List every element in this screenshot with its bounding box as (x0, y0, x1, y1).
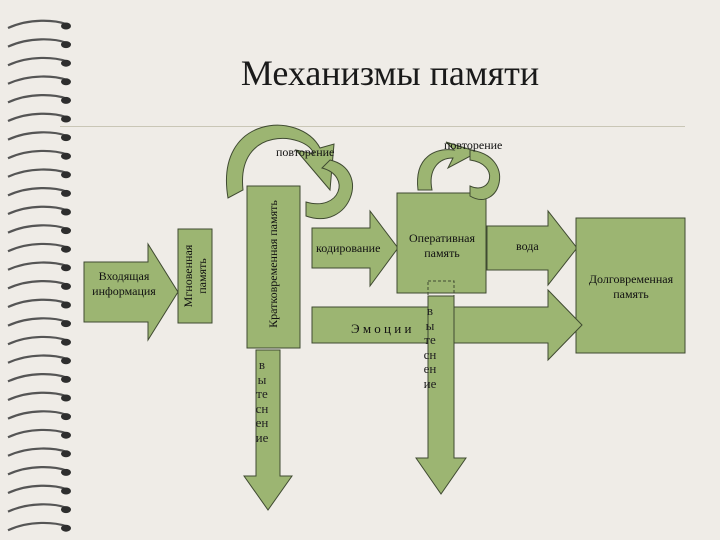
spiral-hole (61, 282, 71, 290)
spiral-ring (7, 187, 67, 197)
instant-memory-label: Мгновенная память (181, 244, 209, 308)
spiral-hole (61, 59, 71, 67)
repeat-label-left: повторение (276, 145, 335, 159)
instant-memory-box (177, 228, 213, 324)
short-term-memory-label: Кратковременная память (266, 200, 280, 328)
working-memory-box (396, 192, 487, 294)
spiral-ring (7, 205, 67, 216)
spiral-binding (7, 19, 71, 532)
repeat-arrow-left (225, 124, 335, 199)
spiral-ring (7, 168, 67, 178)
spiral-hole (61, 431, 71, 439)
repeat-arrow-left-loop (305, 159, 353, 219)
spiral-hole (61, 320, 71, 328)
spiral-hole (61, 41, 71, 49)
spiral-hole (61, 468, 71, 476)
long-term-memory-box (575, 217, 686, 354)
coding-label: кодирование (316, 241, 381, 255)
forget-left-arrow (243, 349, 293, 511)
spiral-hole (61, 171, 71, 179)
spiral-hole (61, 208, 71, 216)
spiral-hole (61, 189, 71, 197)
spiral-ring (7, 94, 67, 104)
long-term-memory-label: Долговременная память (588, 272, 674, 301)
spiral-hole (61, 22, 71, 30)
spiral-ring (7, 131, 67, 141)
spiral-hole (61, 524, 71, 532)
spiral-hole (61, 413, 71, 421)
spiral-hole (61, 78, 71, 86)
forget-right-arrow (415, 295, 467, 495)
spiral-hole (61, 394, 71, 402)
spiral-ring (7, 373, 67, 383)
spiral-ring (7, 484, 67, 495)
spiral-ring (7, 466, 67, 476)
spiral-ring (7, 242, 67, 253)
spiral-hole (61, 357, 71, 365)
forget-right-label: вытеснение (423, 303, 437, 391)
spiral-ring (7, 298, 67, 309)
spiral-ring (7, 56, 67, 67)
spiral-hole (61, 227, 71, 235)
short-term-memory-box (246, 185, 301, 349)
slide-title: Механизмы памяти (240, 53, 540, 93)
spiral-hole (61, 264, 71, 272)
spiral-hole (61, 487, 71, 495)
input-arrow (83, 242, 179, 342)
spiral-ring (7, 75, 67, 85)
spiral-hole (61, 375, 71, 383)
spiral-ring (7, 354, 67, 364)
repeat-label-right: повторение (444, 138, 503, 152)
spiral-ring (7, 149, 67, 160)
spiral-hole (61, 134, 71, 142)
title-divider (60, 126, 685, 127)
spiral-ring (7, 335, 67, 346)
spiral-ring (7, 521, 67, 532)
repeat-arrow-right-loop (469, 149, 501, 200)
long-term-input-arrow (486, 209, 578, 287)
spiral-hole (61, 506, 71, 514)
spiral-ring (7, 261, 67, 271)
spiral-ring (7, 38, 67, 48)
spiral-ring (7, 280, 67, 290)
spiral-hole (61, 115, 71, 123)
spiral-hole (61, 338, 71, 346)
spiral-ring (7, 391, 67, 402)
coding-arrow (311, 209, 399, 288)
forget-left-label: вытеснение (255, 357, 269, 445)
spiral-hole (61, 152, 71, 160)
input-info-label: Входящая информация (92, 269, 156, 298)
spiral-hole (61, 301, 71, 309)
spiral-ring (7, 19, 67, 30)
spiral-hole (61, 450, 71, 458)
spiral-ring (7, 447, 67, 457)
emotions-label: Э м о ц и и (351, 321, 412, 336)
spiral-ring (7, 224, 67, 234)
spiral-hole (61, 96, 71, 104)
spiral-ring (7, 428, 67, 439)
spiral-hole (61, 245, 71, 253)
spiral-ring (7, 410, 67, 420)
long-term-input-label: вода (516, 239, 539, 253)
working-memory-label: Оперативная память (408, 231, 476, 260)
spiral-ring (7, 317, 67, 327)
spiral-ring (7, 112, 67, 123)
spiral-ring (7, 503, 67, 513)
